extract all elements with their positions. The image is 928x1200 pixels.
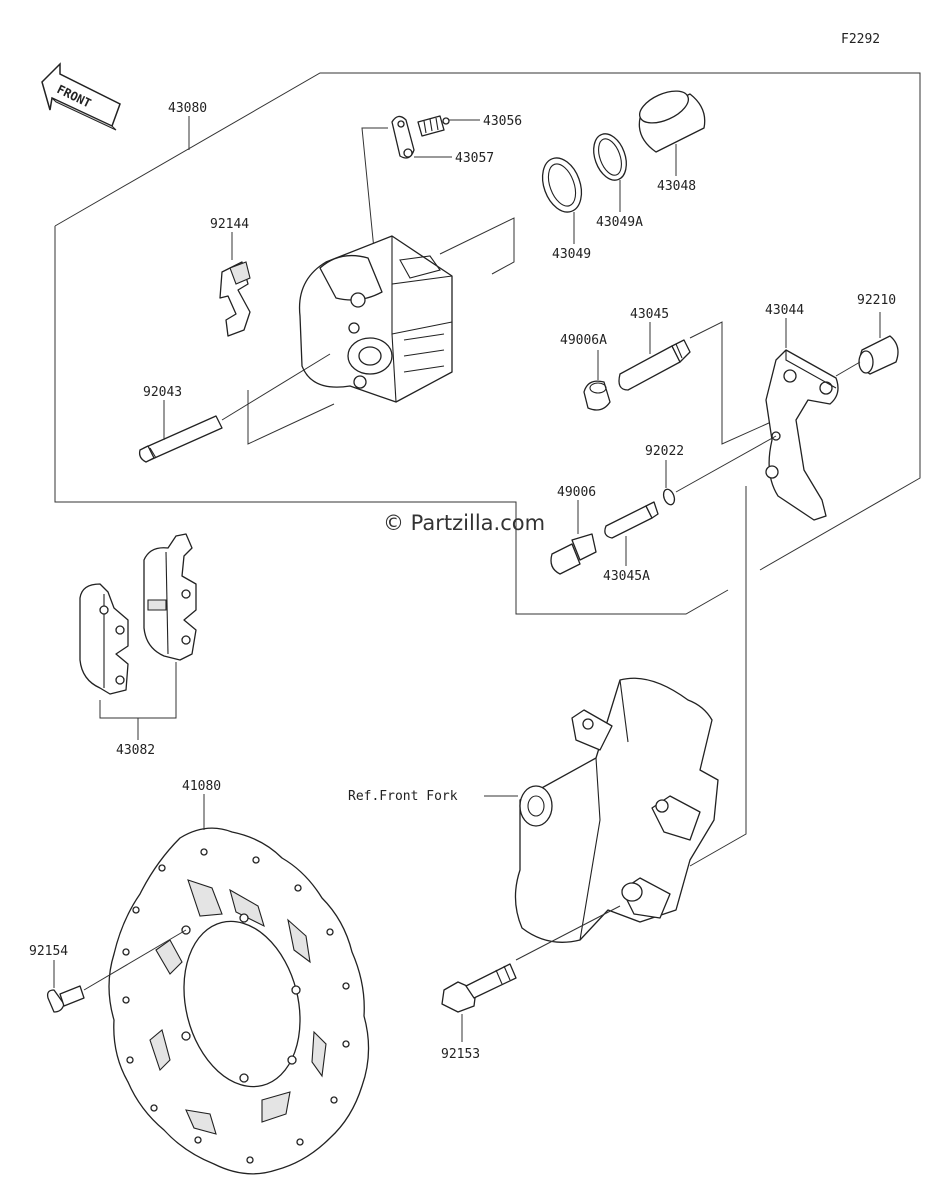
bleed-valve <box>417 115 450 137</box>
label-43048: 43048 <box>657 179 696 194</box>
boot-a <box>583 380 611 411</box>
piston <box>638 90 706 153</box>
valve-cap <box>391 115 415 159</box>
front-arrow-icon: FRONT <box>41 62 121 131</box>
circlip <box>662 488 676 506</box>
label-43080: 43080 <box>168 101 207 116</box>
label-43049A: 43049A <box>596 215 643 230</box>
label-43056: 43056 <box>483 114 522 129</box>
caliper-bracket <box>765 349 839 521</box>
front-fork <box>514 677 719 943</box>
label-43057: 43057 <box>455 151 494 166</box>
label-92154: 92154 <box>29 944 68 959</box>
caliper-assembly-frame <box>54 72 921 571</box>
label-43044: 43044 <box>765 303 804 318</box>
label-92043: 92043 <box>143 385 182 400</box>
slide-pin <box>618 339 691 391</box>
label-49006: 49006 <box>557 485 596 500</box>
caliper-body <box>298 235 453 403</box>
brake-disc <box>108 827 370 1175</box>
pad-spring <box>219 261 251 337</box>
label-43045: 43045 <box>630 307 669 322</box>
label-41080: 41080 <box>182 779 221 794</box>
label-49006A: 49006A <box>560 333 607 348</box>
piston-seal <box>541 157 583 213</box>
dust-seal <box>593 133 627 181</box>
label-92153: 92153 <box>441 1047 480 1062</box>
label-92210: 92210 <box>857 293 896 308</box>
label-92144: 92144 <box>210 217 249 232</box>
pad-pin <box>138 415 223 463</box>
slide-pin-a <box>604 501 659 539</box>
bushing <box>858 335 899 375</box>
label-43049: 43049 <box>552 247 591 262</box>
label-43082: 43082 <box>116 743 155 758</box>
mount-bolt <box>441 963 517 1013</box>
disc-screw <box>46 985 85 1013</box>
figure-code: F2292 <box>841 32 880 47</box>
label-92022: 92022 <box>645 444 684 459</box>
label-43045A: 43045A <box>603 569 650 584</box>
reference-label-front-fork: Ref.Front Fork <box>348 789 458 804</box>
watermark: © Partzilla.com <box>383 511 545 535</box>
brake-pads <box>79 533 197 695</box>
boot <box>550 533 597 575</box>
